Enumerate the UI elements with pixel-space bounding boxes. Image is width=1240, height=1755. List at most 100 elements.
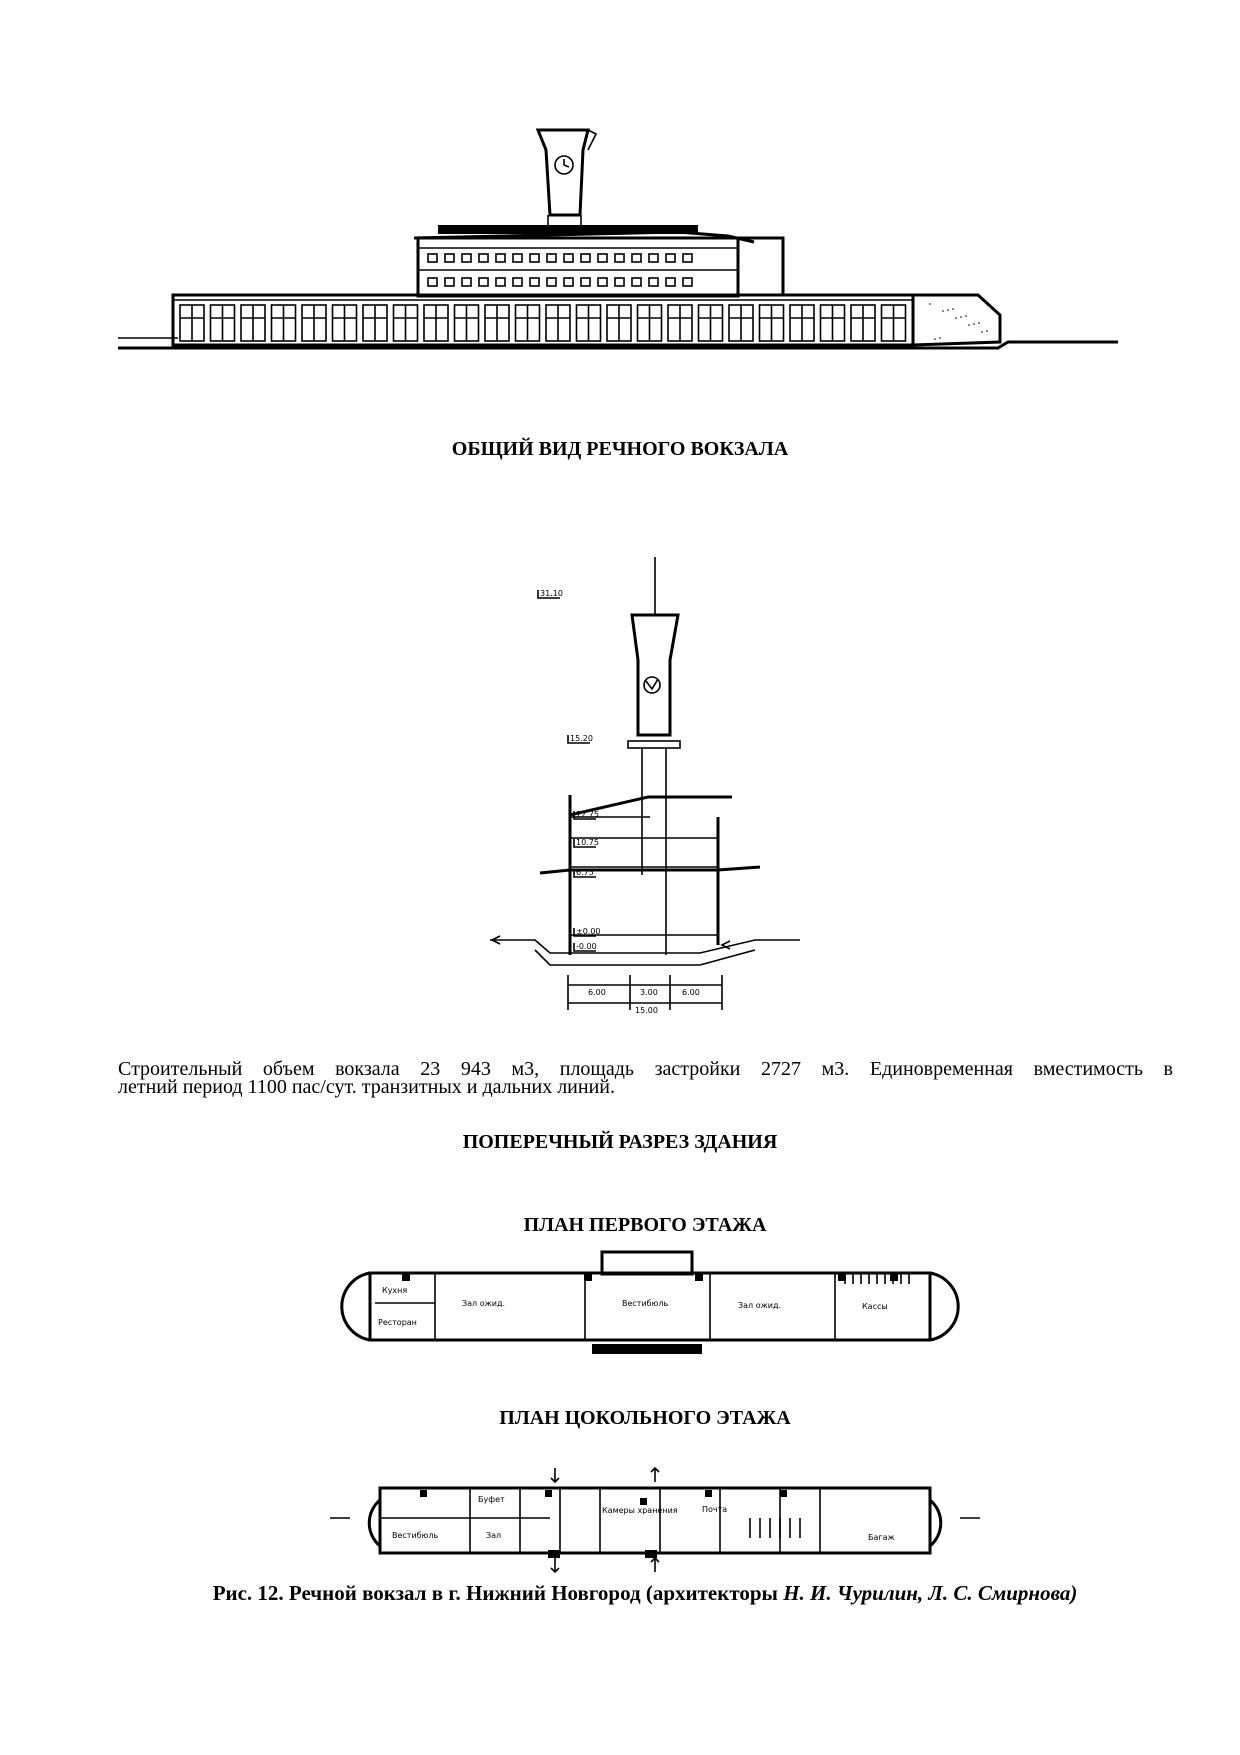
upper-window	[461, 253, 472, 263]
plan2-room-storage: Камеры хранения	[602, 1506, 678, 1515]
ground-line	[118, 340, 1118, 350]
station-general-view-drawing	[118, 128, 1118, 350]
tower-clock	[554, 155, 574, 175]
upper-window	[529, 277, 540, 287]
caption-authors: Н. И. Чурилин, Л. С. Смирнова)	[783, 1581, 1078, 1605]
wall-stipple	[955, 317, 957, 319]
upper-window	[597, 277, 608, 287]
wall-stipple	[929, 303, 931, 305]
upper-window	[546, 277, 557, 287]
plan1-column	[695, 1273, 703, 1281]
caption-text: Рис. 12. Речной вокзал в г. Нижний Новго…	[212, 1581, 784, 1605]
tower-side	[587, 129, 598, 151]
upper-window	[614, 253, 625, 263]
ground-lower	[534, 949, 756, 966]
upper-window	[427, 253, 438, 263]
right-end-wall	[911, 293, 1002, 347]
upper-window	[648, 277, 659, 287]
dim-label: 15.00	[635, 1006, 658, 1015]
upper-window	[580, 253, 591, 263]
canopy-slab	[539, 865, 761, 875]
plan2-stair-block	[548, 1550, 560, 1558]
upper-window	[529, 253, 540, 263]
plan2-room-vestibule: Вестибюль	[392, 1531, 438, 1540]
wall-stipple	[986, 330, 988, 332]
upper-window	[648, 253, 659, 263]
level-mark	[573, 869, 596, 878]
upper-window	[580, 277, 591, 287]
plan2-right-apse	[928, 1498, 943, 1548]
plan2-room-buffet: Буфет	[478, 1495, 505, 1504]
level-label: 31.10	[540, 589, 563, 598]
clock-hands	[645, 678, 659, 691]
tower-ring	[627, 740, 681, 749]
level-mark	[567, 735, 590, 744]
plan1-room-vestibule: Вестибюль	[622, 1299, 668, 1308]
wall-stipple	[973, 323, 975, 325]
upper-window	[597, 253, 608, 263]
upper-window	[512, 277, 523, 287]
description-line-1: Строительный объем вокзала 23 943 м3, пл…	[118, 1058, 1173, 1080]
wall-stipple	[960, 316, 962, 318]
upper-window	[478, 253, 489, 263]
plan1-column	[584, 1273, 592, 1281]
roof-line	[568, 795, 732, 817]
plan1-left-apse	[340, 1271, 371, 1342]
plan2-column	[420, 1490, 427, 1497]
level-label: 12.75	[576, 810, 599, 819]
upper-window	[682, 277, 693, 287]
plan1-column	[890, 1273, 898, 1281]
plan1-room-waiting-right: Зал ожид.	[738, 1301, 781, 1310]
ground-upper	[490, 939, 800, 954]
level-label: 6.75	[576, 868, 594, 877]
wall-stipple	[939, 337, 941, 339]
plan1-terrace	[592, 1344, 702, 1354]
dim-label: 3.00	[640, 988, 658, 997]
plan1-room-waiting-left: Зал ожид.	[462, 1299, 505, 1308]
clock-hands	[563, 159, 570, 168]
wall-stipple	[942, 310, 944, 312]
level-mark	[573, 928, 596, 937]
wall-stipple	[952, 308, 954, 310]
wall-stipple	[968, 324, 970, 326]
plan1-room-kitchen: Кухня	[382, 1286, 407, 1295]
plan1-column	[402, 1273, 410, 1281]
plan1-room-ticket-office: Кассы	[862, 1302, 888, 1311]
plan2-entry-arrow	[550, 1468, 560, 1484]
tower-shaft	[630, 613, 680, 737]
roof-band	[438, 225, 698, 234]
upper-window	[563, 253, 574, 263]
plan2-column	[545, 1490, 552, 1497]
plan2-left-apse	[367, 1498, 382, 1548]
level-label: -0.00	[576, 942, 597, 951]
wall-stipple	[965, 315, 967, 317]
plan2-entry-arrow	[650, 1556, 660, 1572]
basement-plan-title: ПЛАН ЦОКОЛЬНОГО ЭТАЖА	[499, 1407, 791, 1429]
upper-window	[546, 253, 557, 263]
station-description: Строительный объем вокзала 23 943 м3, пл…	[118, 1058, 1173, 1098]
level-label: 15.20	[570, 734, 593, 743]
plan2-column	[705, 1490, 712, 1497]
plan2-outline	[378, 1486, 932, 1555]
upper-window	[665, 277, 676, 287]
tower-lower-shaft	[641, 748, 667, 955]
upper-window	[461, 277, 472, 287]
upper-window	[682, 253, 693, 263]
plan2-column	[780, 1490, 787, 1497]
upper-window	[665, 253, 676, 263]
upper-right-block	[736, 236, 785, 297]
level-mark	[573, 811, 596, 820]
upper-window	[478, 277, 489, 287]
description-line-2: летний период 1100 пас/сут. транзитных и…	[118, 1076, 615, 1098]
upper-block	[416, 236, 740, 298]
plan2-stair-block	[645, 1550, 657, 1558]
plan2-room-post: Почта	[702, 1505, 727, 1514]
cross-section-title: ПОПЕРЕЧНЫЙ РАЗРЕЗ ЗДАНИЯ	[462, 1131, 778, 1153]
upper-window	[614, 277, 625, 287]
level-label: 10.75	[576, 838, 599, 847]
plan1-column	[838, 1273, 846, 1281]
plan2-room-luggage: Багаж	[868, 1533, 895, 1542]
level-mark	[573, 839, 596, 848]
